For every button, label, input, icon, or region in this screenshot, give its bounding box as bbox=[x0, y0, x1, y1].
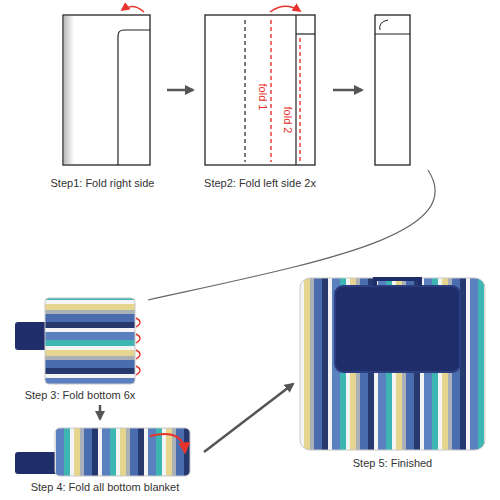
fold-mark bbox=[136, 350, 140, 359]
fold-mark bbox=[136, 366, 140, 375]
fold-arrow bbox=[122, 6, 144, 12]
step-panel: Step1: Fold right side bbox=[40, 12, 165, 192]
fold-line bbox=[270, 20, 271, 162]
fold-edge bbox=[295, 15, 296, 165]
sheet-outline bbox=[205, 15, 315, 165]
fold-arrow bbox=[270, 6, 300, 12]
leader-curve bbox=[148, 170, 435, 300]
step-arrow bbox=[333, 89, 362, 92]
rolled-blanket bbox=[45, 298, 135, 384]
fold-line bbox=[244, 20, 245, 162]
step-caption: Step 3: Fold bottom 6x bbox=[25, 388, 136, 402]
fold-arrow bbox=[150, 434, 185, 452]
step-caption: Step 4: Fold all bottom blanket bbox=[31, 480, 180, 494]
finished-blanket bbox=[300, 278, 485, 450]
step-panel: Step 5: Finished bbox=[295, 274, 490, 472]
folded-blanket bbox=[55, 428, 190, 476]
step-caption: Step1: Fold right side bbox=[51, 176, 155, 190]
fold-line bbox=[299, 38, 300, 162]
step-caption: Step 5: Finished bbox=[353, 456, 433, 470]
fold-edge bbox=[118, 30, 150, 165]
step-arrow bbox=[99, 405, 102, 419]
folded-strip bbox=[375, 15, 410, 165]
step-caption: Step2: Fold left side 2x bbox=[204, 176, 316, 190]
fold-label: fold 1 bbox=[256, 84, 269, 111]
step-panel: fold 1 fold 2 Step2: Fold left side 2x bbox=[195, 12, 325, 192]
fold-curl bbox=[380, 20, 388, 30]
carry-strap bbox=[375, 279, 420, 286]
step-panel: Step 3: Fold bottom 6x bbox=[10, 288, 150, 404]
fold-shadow bbox=[64, 16, 74, 164]
fold-label: fold 2 bbox=[281, 107, 294, 134]
fold-mark bbox=[136, 334, 140, 343]
fold-edge bbox=[296, 33, 315, 34]
navy-flap bbox=[335, 286, 460, 372]
step-arrow bbox=[167, 89, 193, 92]
step-arrow bbox=[204, 384, 293, 452]
sheet-outline bbox=[63, 15, 150, 165]
fold-edge bbox=[375, 33, 410, 34]
step-panel: Step 4: Fold all bottom blanket bbox=[8, 420, 202, 496]
fold-mark bbox=[136, 318, 140, 327]
